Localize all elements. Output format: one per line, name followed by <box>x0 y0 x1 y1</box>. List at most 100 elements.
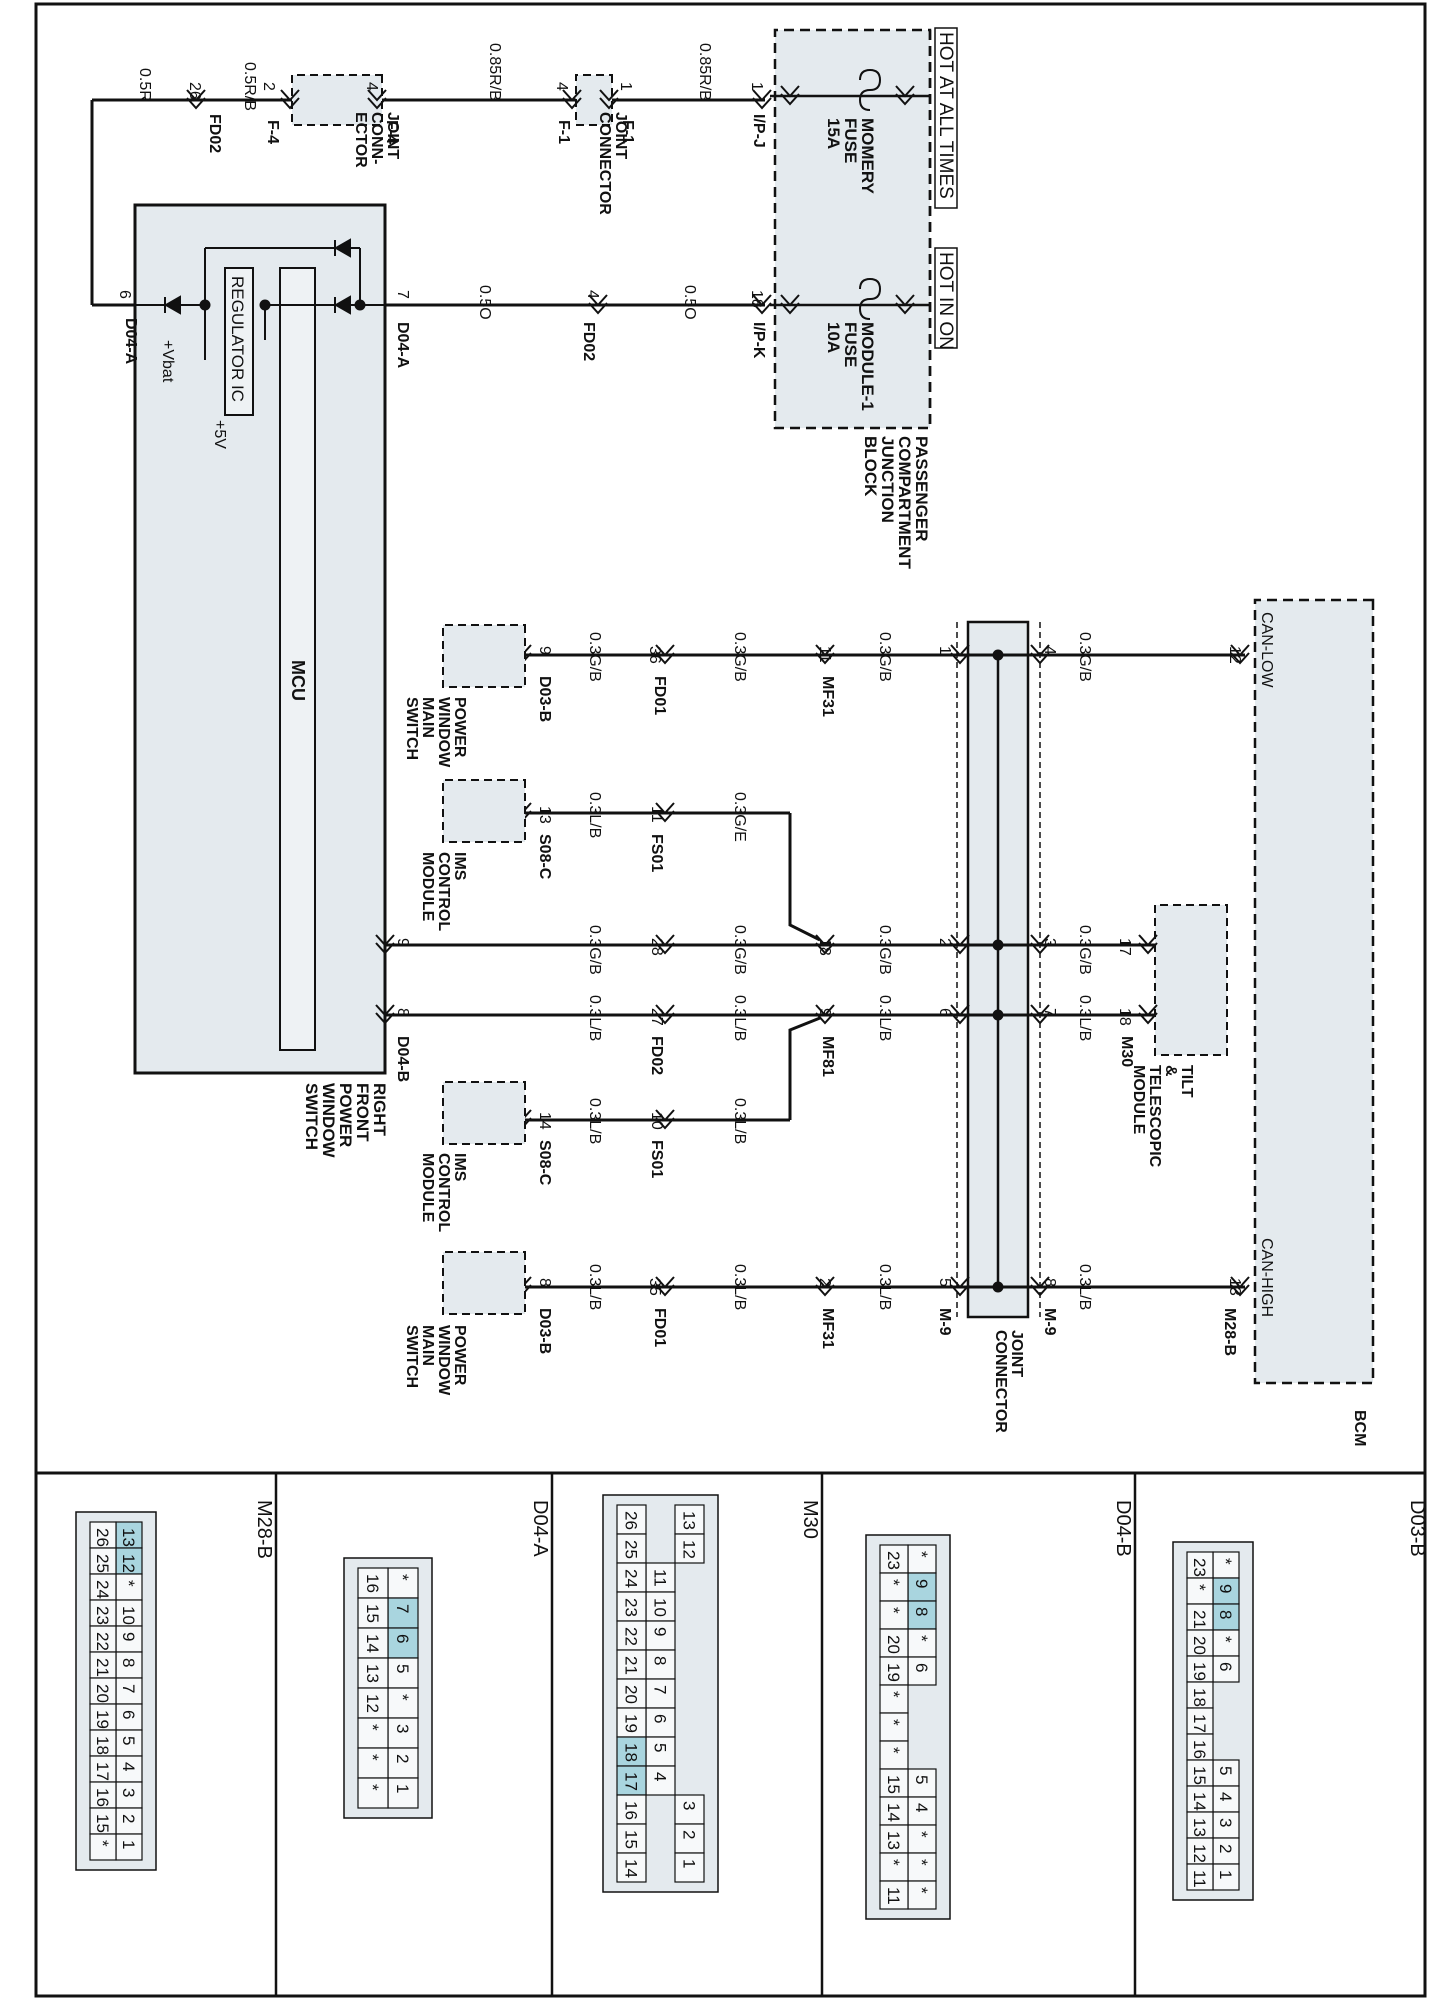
tilt-label-line: TILT <box>1178 1065 1195 1098</box>
can-high-conn-4: M-9 <box>1041 1308 1058 1336</box>
pin-label: 21 <box>1190 1610 1209 1629</box>
ims1-conn-1: FS01 <box>648 834 665 872</box>
can-high-pin-4: 8 <box>1041 1278 1058 1287</box>
joint-connector-f1-label-line: CONNECTOR <box>596 112 613 215</box>
can-high-gauge-3: 0.3L/B <box>1076 1264 1093 1310</box>
pin-label: 18 <box>622 1743 641 1762</box>
hot-in-on-box <box>934 247 958 349</box>
pin-cell <box>674 1533 705 1564</box>
ims2-gauge-0: 0.3L/B <box>586 1098 603 1144</box>
mid-gb-pin-5: 17 <box>1116 938 1133 956</box>
can-high-gauge-2: 0.3L/B <box>876 1264 893 1310</box>
pin-cell <box>879 1600 909 1630</box>
pw-switch-label-1-line: WINDOW <box>435 697 452 768</box>
power-window-switch-label-line: RIGHT <box>370 1083 389 1137</box>
fuse2-label-line: 10A <box>824 322 843 353</box>
mid-lb-dot <box>992 1009 1004 1021</box>
pin-label: 5 <box>119 1736 138 1745</box>
mid-gb-pin-0: 9 <box>394 938 411 947</box>
pin-label: 8 <box>1216 1610 1235 1619</box>
pin-label: * <box>912 1551 931 1558</box>
can-high-chev-4 <box>1030 1276 1050 1297</box>
mcu-label: MCU <box>288 660 308 701</box>
pin-label: * <box>363 1754 382 1761</box>
ims2-chev-1 <box>655 1109 675 1130</box>
can-high-chev-5 <box>1230 1276 1250 1297</box>
pw-switch-label-2-line: SWITCH <box>403 1325 420 1388</box>
can-high-pin-1: 35 <box>646 1278 663 1296</box>
pin-label: 9 <box>119 1632 138 1641</box>
can-high-dot <box>992 1281 1004 1293</box>
mid-lb-pin-9: 6 <box>936 1008 953 1017</box>
can-low-dot <box>992 649 1004 661</box>
mid-lb-chev-4 <box>1030 1004 1050 1025</box>
pin-label: 10 <box>119 1606 138 1625</box>
pin-cell <box>879 1880 909 1910</box>
pin-label: * <box>884 1607 903 1614</box>
pin-label: 20 <box>93 1684 112 1703</box>
can-high-pin-0: 8 <box>536 1278 553 1287</box>
pin-label: * <box>884 1719 903 1726</box>
panel-title-3: D04-A <box>529 1500 551 1557</box>
wire1-gauge-1: 0.5R/B <box>241 62 258 111</box>
pin-label: 8 <box>651 1656 670 1665</box>
pin-label: 20 <box>1190 1636 1209 1655</box>
mid-gb-gauge-3: 0.3G/B <box>1076 925 1093 975</box>
pin-label: 21 <box>622 1656 641 1675</box>
wire1-pin-3: 4 <box>553 82 570 91</box>
panel-title-4: M28-B <box>253 1500 275 1559</box>
pin-label: * <box>884 1579 903 1586</box>
pin-label: 20 <box>622 1685 641 1704</box>
junction-block <box>773 28 932 430</box>
pin-cell <box>1212 1629 1240 1657</box>
regulator-ic-label: REGULATOR IC <box>228 276 247 402</box>
pin-cell <box>616 1852 647 1883</box>
pin-label: 11 <box>1190 1870 1209 1888</box>
can-low-chev-2 <box>815 644 835 665</box>
pin-cell <box>1186 1577 1214 1605</box>
fuse1-label-line: MOMERY <box>858 118 877 195</box>
fuse-chev-b-0 <box>895 85 915 106</box>
ims1-pin-0: 13 <box>536 806 553 824</box>
pin-label: 26 <box>93 1528 112 1547</box>
pin-label: 15 <box>622 1830 641 1849</box>
pin-label: 6 <box>651 1714 670 1723</box>
pin-label: 2 <box>1216 1844 1235 1853</box>
can-high-gauge-1: 0.3L/B <box>731 1264 748 1310</box>
can-low-gauge-1: 0.3G/B <box>731 632 748 682</box>
pin-label: 19 <box>1190 1662 1209 1681</box>
can-high-pin-3: 5 <box>936 1278 953 1287</box>
pin-label: * <box>93 1840 112 1847</box>
mid-lb-gauge-5: 0.3L/B <box>731 995 748 1041</box>
wire1-pin-2: 4 <box>363 82 380 91</box>
ims2-gauge-1: 0.3L/B <box>731 1098 748 1144</box>
pin-label: 12 <box>119 1554 138 1573</box>
pin-label: 15 <box>1190 1766 1209 1785</box>
pin-label: 8 <box>912 1607 931 1616</box>
ims2-conn-1: FS01 <box>648 1140 665 1178</box>
ims1-gauge-0: 0.3L/B <box>586 792 603 838</box>
power-window-switch-label-line: SWITCH <box>302 1083 321 1150</box>
joint-connector-small-box <box>575 74 613 126</box>
pin-label: * <box>884 1859 903 1866</box>
pw-switch-box-2 <box>442 1251 526 1315</box>
pin-label: 13 <box>363 1664 382 1683</box>
joint-connector-label-line: JOINT <box>1008 1330 1025 1377</box>
pin-label: 16 <box>93 1788 112 1807</box>
pin-label: 2 <box>119 1814 138 1823</box>
mid-lb-pin-8: 9 <box>816 1008 833 1017</box>
pin-label: 3 <box>680 1801 699 1810</box>
pin-label: 23 <box>1190 1558 1209 1577</box>
mid-gb-chev-4 <box>1030 934 1050 955</box>
pin-label: 14 <box>363 1634 382 1653</box>
pin-label: 11 <box>884 1887 903 1905</box>
ims-box-2 <box>442 1081 526 1145</box>
can-low-gauge-2: 0.3G/B <box>876 632 893 682</box>
power-window-switch-label-line: POWER <box>336 1083 355 1147</box>
pin-label: * <box>884 1747 903 1754</box>
pin-label: * <box>912 1887 931 1894</box>
ims1-route <box>788 813 821 942</box>
can-low-chev-1 <box>655 644 675 665</box>
